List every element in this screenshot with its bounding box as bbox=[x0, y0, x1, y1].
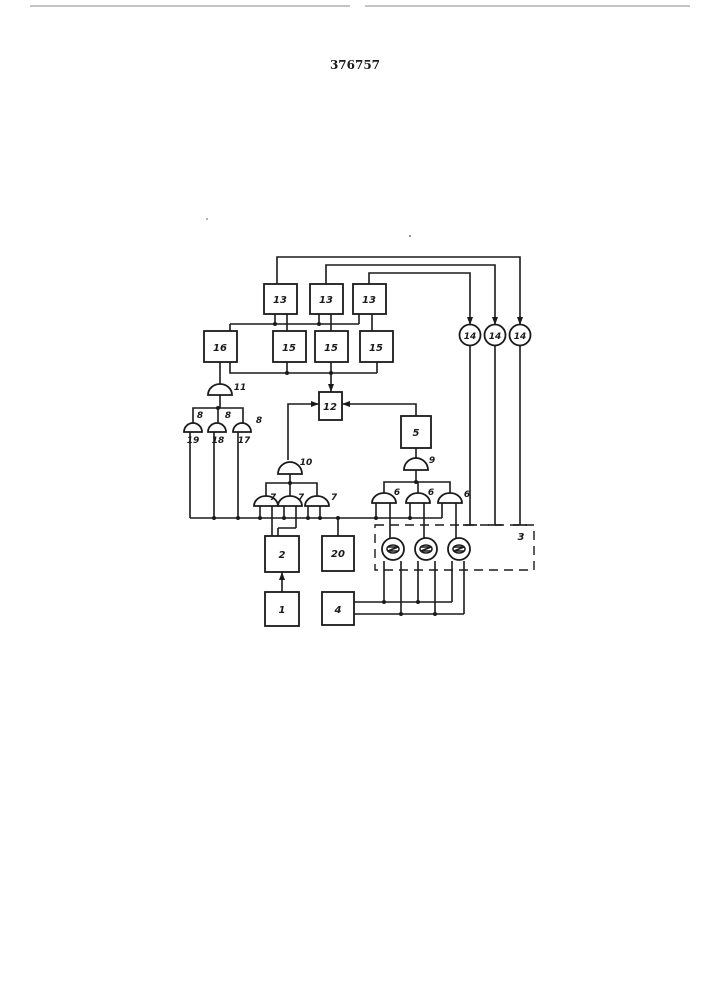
gate-18-label: 18 bbox=[212, 436, 225, 446]
gate-9: 9 bbox=[404, 456, 435, 470]
block-16-label: 16 bbox=[213, 343, 227, 354]
block-2: 2 bbox=[265, 536, 299, 572]
block-15-c-label: 15 bbox=[369, 343, 383, 354]
gate-10-label: 10 bbox=[300, 458, 313, 468]
block-1-label: 1 bbox=[279, 605, 286, 616]
sensor-2 bbox=[415, 538, 437, 560]
block-15-b: 15 bbox=[315, 331, 348, 362]
scan-specks bbox=[206, 218, 411, 237]
block-20: 20 bbox=[322, 536, 354, 571]
meter-14-c-label: 14 bbox=[514, 332, 527, 342]
sensor-1 bbox=[382, 538, 404, 560]
gate-11: 11 bbox=[208, 383, 246, 395]
gate-8-middle: 8 18 bbox=[208, 411, 231, 446]
gate-6-right: 6 bbox=[438, 490, 470, 503]
gate-6-middle-label: 6 bbox=[428, 488, 434, 498]
gate-11-label: 11 bbox=[234, 383, 247, 393]
gate-8-right-label: 8 bbox=[256, 416, 262, 426]
meter-14-a: 14 bbox=[460, 325, 481, 346]
sensor-3 bbox=[448, 538, 470, 560]
block-15-a: 15 bbox=[273, 331, 306, 362]
block-15-c: 15 bbox=[360, 331, 393, 362]
block-12: 12 bbox=[319, 392, 342, 420]
gate-6-left-label: 6 bbox=[394, 488, 400, 498]
meter-14-c: 14 bbox=[510, 325, 531, 346]
gate-8-middle-label: 8 bbox=[225, 411, 231, 421]
gate-6-middle: 6 bbox=[406, 488, 434, 503]
gate-8-right: 8 17 bbox=[233, 416, 262, 446]
meter-14-b-label: 14 bbox=[489, 332, 502, 342]
block-3-label: 3 bbox=[518, 532, 525, 543]
gate-9-label: 9 bbox=[429, 456, 435, 466]
block-15-b-label: 15 bbox=[324, 343, 338, 354]
meter-14-b: 14 bbox=[485, 325, 506, 346]
block-5-label: 5 bbox=[413, 428, 420, 439]
block-13-b: 13 bbox=[310, 284, 343, 314]
meter-14-a-label: 14 bbox=[464, 332, 477, 342]
block-12-label: 12 bbox=[323, 402, 337, 413]
gate-6-right-label: 6 bbox=[464, 490, 470, 500]
block-13-c-label: 13 bbox=[362, 295, 376, 306]
gate-17-label: 17 bbox=[238, 436, 251, 446]
block-13-c: 13 bbox=[353, 284, 386, 314]
block-13-a: 13 bbox=[264, 284, 297, 314]
block-4: 4 bbox=[322, 592, 354, 625]
gate-7-right-label: 7 bbox=[331, 493, 338, 503]
gate-19-label: 19 bbox=[187, 436, 200, 446]
gate-7-right: 7 bbox=[305, 493, 338, 506]
block-20-label: 20 bbox=[331, 549, 345, 560]
block-4-label: 4 bbox=[334, 605, 342, 616]
block-13-b-label: 13 bbox=[319, 295, 333, 306]
gate-7-middle-label: 7 bbox=[298, 493, 305, 503]
gate-10: 10 bbox=[278, 458, 312, 474]
block-15-a-label: 15 bbox=[282, 343, 296, 354]
block-5: 5 bbox=[401, 416, 431, 448]
gate-7-left-label: 7 bbox=[270, 493, 277, 503]
gate-6-left: 6 bbox=[372, 488, 400, 503]
gate-8-left-label: 8 bbox=[197, 411, 203, 421]
block-2-label: 2 bbox=[279, 550, 286, 561]
block-1: 1 bbox=[265, 592, 299, 626]
gate-7-middle: 7 bbox=[278, 493, 305, 506]
block-13-a-label: 13 bbox=[273, 295, 287, 306]
block-16: 16 bbox=[204, 331, 237, 362]
